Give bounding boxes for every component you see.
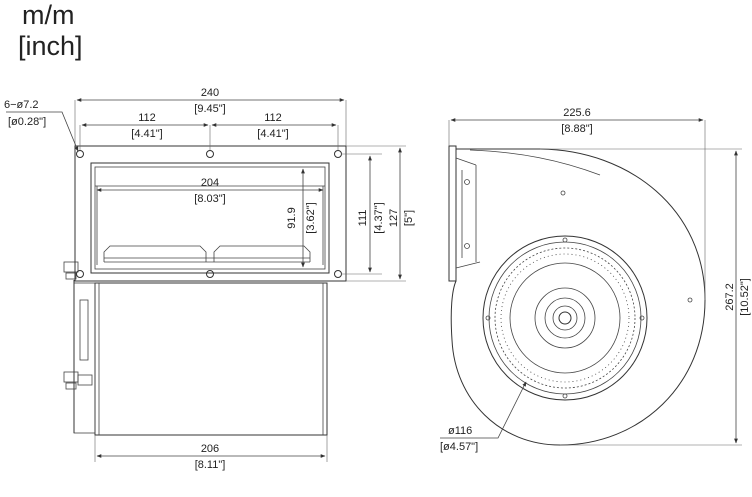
bolt-lower bbox=[63, 371, 79, 383]
mount-hole-3 bbox=[334, 150, 342, 158]
dim-vertical-pitch-mm: 111 bbox=[357, 210, 369, 227]
mount-hole-6 bbox=[334, 270, 342, 278]
holes-callout-leader bbox=[6, 111, 79, 152]
dim-overall-width-in: [9.45"] bbox=[194, 103, 225, 115]
dim-hole-pitch-left-in: [4.41"] bbox=[131, 128, 162, 140]
side-flange-plate bbox=[448, 145, 457, 282]
dim-overall-height-in: [10.52"] bbox=[739, 278, 751, 316]
mount-hole-5 bbox=[206, 270, 214, 278]
dim-housing-width-mm: 206 bbox=[201, 443, 219, 455]
impeller-blades bbox=[494, 247, 636, 389]
inlet-diameter-leader bbox=[440, 381, 527, 439]
dim-flange-height-mm: 127 bbox=[388, 209, 400, 227]
side-view: 225.6 [8.88"] 267.2 [10.52"] ø116 [ø4.57… bbox=[440, 107, 751, 453]
dim-overall-height-mm: 267.2 bbox=[724, 283, 736, 311]
units-title-mm: m/m bbox=[22, 0, 74, 30]
dim-outlet-height-in: [3.62"] bbox=[305, 202, 317, 233]
dim-overall-width-mm: 240 bbox=[201, 87, 219, 99]
dim-outlet-height-mm: 91.9 bbox=[286, 207, 298, 228]
volute-housing bbox=[450, 148, 706, 446]
mount-hole-1 bbox=[76, 150, 84, 158]
dim-overall-depth-mm: 225.6 bbox=[563, 107, 591, 119]
dim-inlet-diameter-in: [ø4.57"] bbox=[440, 441, 478, 453]
mount-hole-4 bbox=[76, 270, 84, 278]
bolt-upper bbox=[63, 261, 79, 273]
dim-hole-pitch-right-in: [4.41"] bbox=[257, 128, 288, 140]
motor-hub bbox=[534, 287, 596, 349]
dim-inlet-diameter-mm: ø116 bbox=[448, 425, 472, 437]
mount-hole-2 bbox=[206, 150, 214, 158]
dim-housing-width-in: [8.11"] bbox=[195, 459, 226, 471]
front-view: 240 [9.45"] 112 [4.41"] 112 [4.41"] 6−ø7… bbox=[4, 87, 415, 471]
motor-side-plate bbox=[73, 282, 96, 434]
dim-outlet-width-mm: 204 bbox=[201, 177, 219, 189]
dim-flange-height-in: [5"] bbox=[403, 210, 415, 226]
units-title-inch: [inch] bbox=[18, 31, 83, 61]
holes-callout-mm: 6−ø7.2 bbox=[4, 99, 39, 111]
dim-overall-depth-in: [8.88"] bbox=[561, 123, 592, 135]
dim-hole-pitch-right-mm: 112 bbox=[264, 112, 282, 124]
housing-body bbox=[94, 282, 328, 436]
outlet-flange bbox=[74, 145, 347, 282]
holes-callout-in: [ø0.28"] bbox=[8, 116, 46, 128]
outlet-opening bbox=[90, 162, 330, 274]
dim-vertical-pitch-in: [4.37"] bbox=[373, 202, 385, 233]
dim-outlet-width-in: [8.03"] bbox=[194, 193, 225, 205]
dim-hole-pitch-left-mm: 112 bbox=[138, 112, 156, 124]
shaft bbox=[558, 311, 572, 325]
inlet-ring bbox=[482, 235, 648, 401]
